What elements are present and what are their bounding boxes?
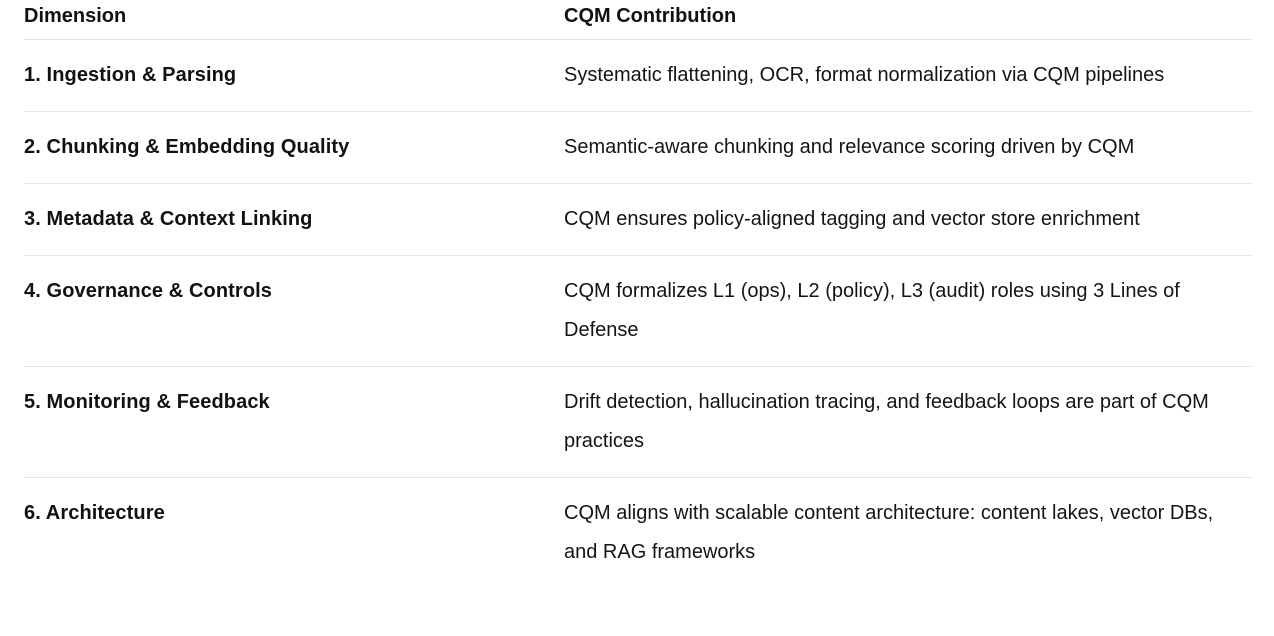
column-header-contribution: CQM Contribution xyxy=(564,0,1252,40)
table-row: 3. Metadata & Context Linking CQM ensure… xyxy=(24,183,1252,256)
table-header: Dimension CQM Contribution xyxy=(24,0,1252,40)
contribution-cell: CQM ensures policy-aligned tagging and v… xyxy=(564,183,1252,256)
contribution-cell: CQM formalizes L1 (ops), L2 (policy), L3… xyxy=(564,255,1252,367)
dimension-cell: 1. Ingestion & Parsing xyxy=(24,39,564,112)
contribution-cell: Systematic flattening, OCR, format norma… xyxy=(564,39,1252,112)
contribution-cell: CQM aligns with scalable content archite… xyxy=(564,502,1214,563)
table-row: 6. Architecture CQM aligns with scalable… xyxy=(24,478,1252,589)
header-row: Dimension CQM Contribution xyxy=(24,0,1252,40)
dimension-cell: 5. Monitoring & Feedback xyxy=(24,366,564,478)
contribution-cell: Semantic-aware chunking and relevance sc… xyxy=(564,111,1252,184)
comparison-table-container: Dimension CQM Contribution 1. Ingestion … xyxy=(24,0,1252,588)
dimension-cell: 4. Governance & Controls xyxy=(24,255,564,367)
comparison-table: Dimension CQM Contribution 1. Ingestion … xyxy=(24,0,1252,588)
table-row: 2. Chunking & Embedding Quality Semantic… xyxy=(24,111,1252,184)
dimension-cell: 2. Chunking & Embedding Quality xyxy=(24,111,564,184)
table-row: 4. Governance & Controls CQM formalizes … xyxy=(24,255,1252,367)
contribution-cell: Drift detection, hallucination tracing, … xyxy=(564,366,1252,478)
column-header-dimension: Dimension xyxy=(24,0,564,40)
table-row: 1. Ingestion & Parsing Systematic flatte… xyxy=(24,39,1252,112)
dimension-cell: 6. Architecture xyxy=(24,502,165,524)
dimension-cell: 3. Metadata & Context Linking xyxy=(24,183,564,256)
table-row: 5. Monitoring & Feedback Drift detection… xyxy=(24,366,1252,478)
table-body: 1. Ingestion & Parsing Systematic flatte… xyxy=(24,39,1252,589)
